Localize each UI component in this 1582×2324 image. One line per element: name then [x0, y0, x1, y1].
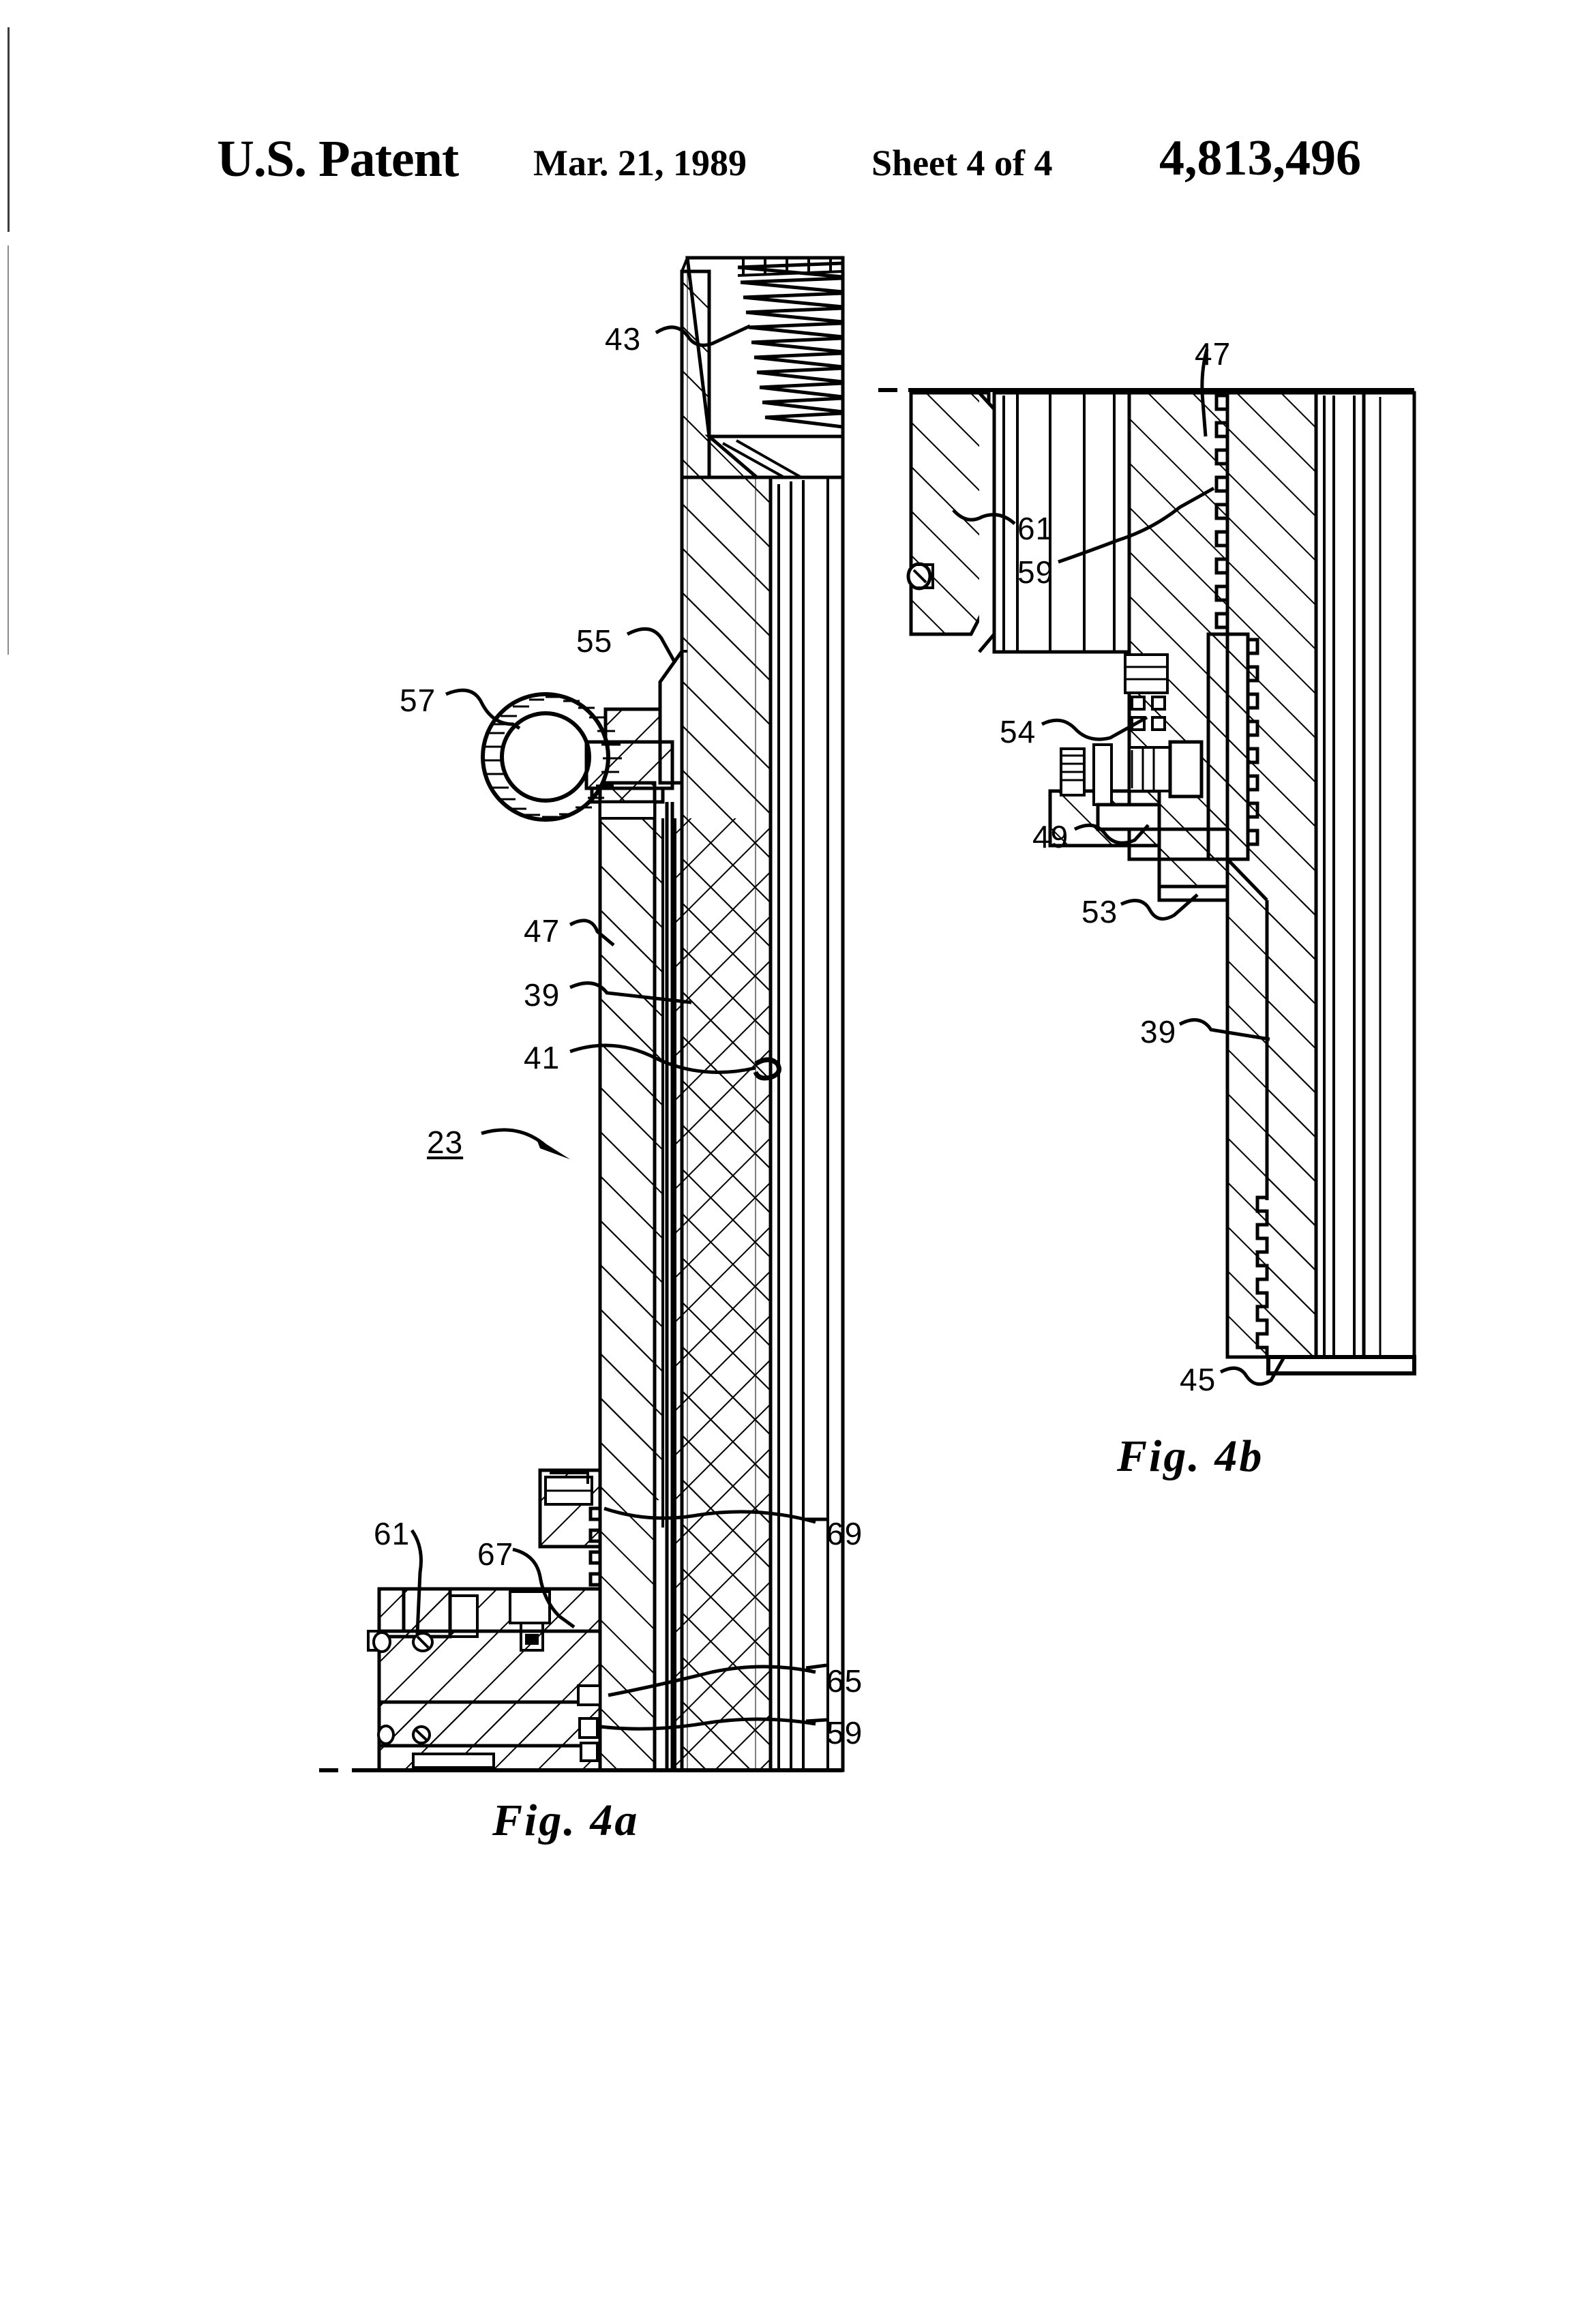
ring-collar-block [584, 707, 674, 820]
sawtooth-sleeve-fig4b [1206, 632, 1259, 861]
reference-numeral-57: 57 [400, 683, 436, 718]
setscrew-assembly-fig4b [1048, 653, 1229, 902]
scan-edge-artifact [8, 245, 9, 655]
reference-numeral-23: 23 [427, 1124, 464, 1160]
reference-numeral-43: 43 [605, 321, 642, 357]
scan-edge-artifact [8, 27, 10, 232]
figure-4a-drawing [319, 256, 845, 1772]
patent-date: Mar. 21, 1989 [533, 143, 747, 183]
reference-numeral-59: 59 [826, 1715, 863, 1751]
lower-collar-assembly [367, 1468, 602, 1772]
figure-4b-drawing [878, 348, 1416, 1386]
reference-numeral-69: 69 [826, 1516, 863, 1551]
reference-numeral-47: 47 [524, 913, 561, 949]
reference-numeral-49: 49 [1032, 819, 1069, 854]
reference-numeral-45: 45 [1180, 1362, 1217, 1397]
patent-office-title: U.S. Patent [217, 130, 459, 188]
reference-numeral-47: 47 [1195, 336, 1232, 372]
reference-numeral-61: 61 [374, 1516, 411, 1551]
patent-header: U.S. Patent Mar. 21, 1989 Sheet 4 of 4 4… [0, 130, 1582, 211]
reference-numeral-61: 61 [1017, 511, 1054, 546]
leader-lines-fig4b [952, 348, 1285, 1386]
figure-caption-4a: Fig. 4a [492, 1796, 640, 1845]
reference-numeral-53: 53 [1081, 894, 1118, 929]
reference-numeral-59: 59 [1017, 554, 1054, 590]
reference-numeral-39: 39 [524, 977, 561, 1013]
collar-61-fig4b [906, 391, 1131, 654]
leader-lines-fig4a [410, 324, 827, 1731]
ratchet-teeth-profile [588, 1506, 602, 1587]
reference-numeral-65: 65 [826, 1663, 863, 1699]
housing-39-fig4b [1225, 391, 1416, 1375]
sheet-number: Sheet 4 of 4 [871, 143, 1053, 183]
reference-numeral-67: 67 [477, 1536, 514, 1572]
reference-numeral-55: 55 [576, 623, 613, 659]
reference-numeral-39: 39 [1140, 1014, 1177, 1049]
annular-channel-41 [665, 802, 674, 1770]
patent-number: 4,813,496 [1159, 130, 1361, 186]
body-chevron-hatch [675, 818, 771, 1770]
reference-numeral-41: 41 [524, 1040, 561, 1075]
figure-caption-4b: Fig. 4b [1117, 1431, 1264, 1481]
reference-numeral-54: 54 [1000, 714, 1036, 749]
threaded-box-43 [685, 256, 845, 479]
